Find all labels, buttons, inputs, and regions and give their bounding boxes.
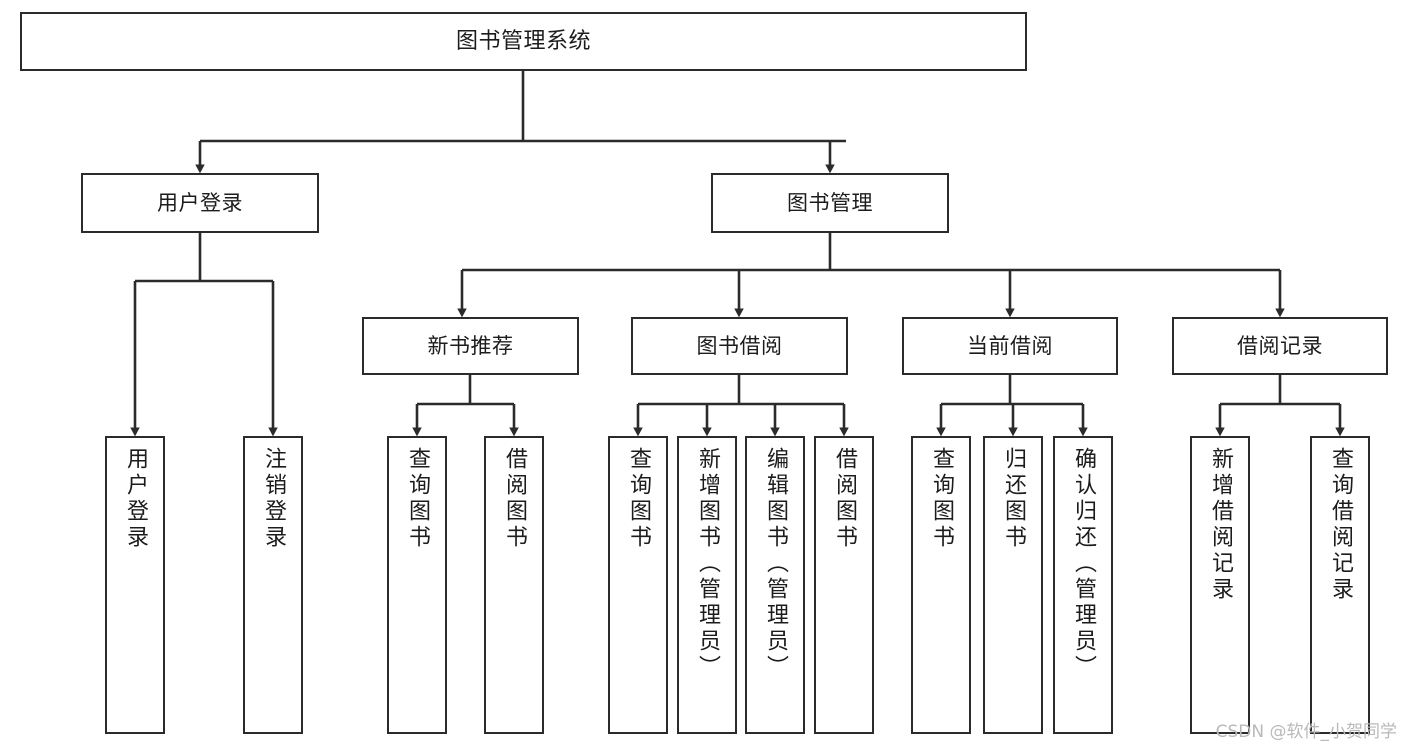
- node-book-borrow-label: 图书借阅: [696, 333, 783, 358]
- node-current-borrow-label: 当前借阅: [967, 333, 1053, 358]
- node-root[interactable]: 图书管理系统: [20, 12, 1027, 71]
- node-current-borrow[interactable]: 当前借阅: [902, 317, 1118, 375]
- node-leaf-user-login-label: 用户登录: [123, 447, 148, 551]
- node-borrow-record[interactable]: 借阅记录: [1172, 317, 1388, 375]
- node-user-login-label: 用户登录: [157, 190, 243, 215]
- node-leaf-add-borrow-record-label: 新增借阅记录: [1208, 447, 1233, 603]
- node-leaf-query-borrow-record-label: 查询借阅记录: [1328, 447, 1353, 603]
- node-leaf-query-book-bor-label: 查询图书: [626, 447, 651, 551]
- node-leaf-add-book-label: 新增图书（管理员）: [695, 447, 720, 681]
- node-leaf-confirm-return[interactable]: 确认归还（管理员）: [1053, 436, 1113, 734]
- node-leaf-query-book-rec[interactable]: 查询图书: [387, 436, 447, 734]
- node-leaf-add-book[interactable]: 新增图书（管理员）: [677, 436, 737, 734]
- node-leaf-edit-book-label: 编辑图书（管理员）: [763, 447, 788, 681]
- node-new-book-rec[interactable]: 新书推荐: [362, 317, 579, 375]
- node-leaf-borrow-book-rec[interactable]: 借阅图书: [484, 436, 544, 734]
- node-leaf-query-book-rec-label: 查询图书: [405, 447, 430, 551]
- node-leaf-return-book[interactable]: 归还图书: [983, 436, 1043, 734]
- node-leaf-confirm-return-label: 确认归还（管理员）: [1071, 447, 1096, 681]
- node-leaf-logout-login-label: 注销登录: [261, 447, 286, 551]
- node-root-label: 图书管理系统: [455, 28, 591, 54]
- node-leaf-borrow-book-bor[interactable]: 借阅图书: [814, 436, 874, 734]
- node-leaf-add-borrow-record[interactable]: 新增借阅记录: [1190, 436, 1250, 734]
- node-borrow-record-label: 借阅记录: [1237, 333, 1323, 358]
- node-leaf-edit-book[interactable]: 编辑图书（管理员）: [745, 436, 805, 734]
- node-leaf-user-login[interactable]: 用户登录: [105, 436, 165, 734]
- node-user-login[interactable]: 用户登录: [81, 173, 319, 233]
- node-leaf-logout-login[interactable]: 注销登录: [243, 436, 303, 734]
- node-leaf-borrow-book-rec-label: 借阅图书: [502, 447, 527, 551]
- node-leaf-return-book-label: 归还图书: [1001, 447, 1026, 551]
- node-book-manage[interactable]: 图书管理: [711, 173, 949, 233]
- node-book-borrow[interactable]: 图书借阅: [631, 317, 848, 375]
- node-leaf-query-borrow-record[interactable]: 查询借阅记录: [1310, 436, 1370, 734]
- node-new-book-rec-label: 新书推荐: [427, 333, 514, 358]
- node-book-manage-label: 图书管理: [787, 190, 873, 215]
- node-leaf-query-book-cur[interactable]: 查询图书: [911, 436, 971, 734]
- node-leaf-borrow-book-bor-label: 借阅图书: [832, 447, 857, 551]
- node-leaf-query-book-bor[interactable]: 查询图书: [608, 436, 668, 734]
- node-leaf-query-book-cur-label: 查询图书: [929, 447, 954, 551]
